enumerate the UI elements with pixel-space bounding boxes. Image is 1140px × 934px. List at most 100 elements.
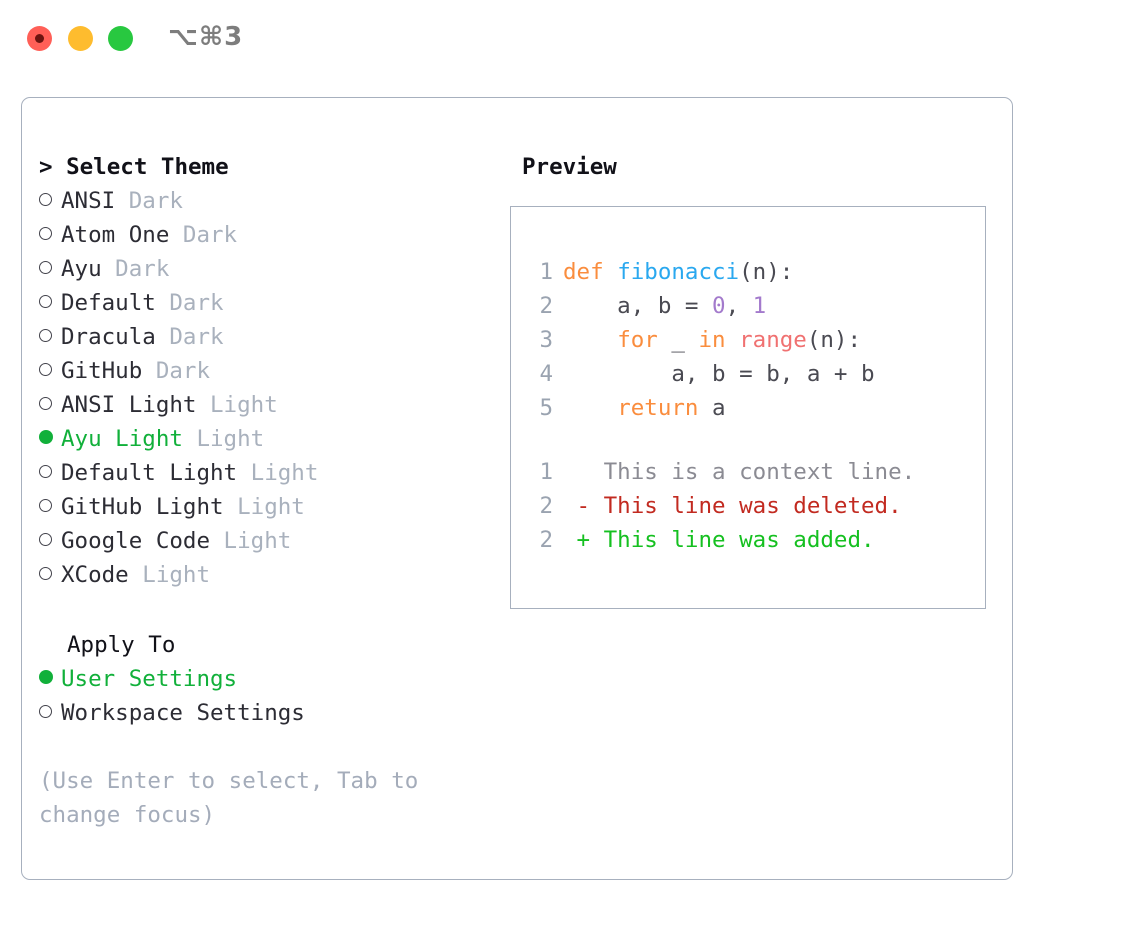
theme-option-google-code[interactable]: Google Code Light — [39, 524, 494, 558]
option-label: ANSI Light — [61, 392, 197, 418]
option-kind-label: Dark — [155, 290, 224, 316]
line-number: 2 — [539, 527, 553, 553]
preview-spacer — [527, 425, 981, 455]
code-token: for — [617, 327, 658, 353]
radio-unselected-icon — [39, 490, 61, 524]
radio-selected-icon — [39, 422, 61, 456]
radio-unselected-icon — [39, 456, 61, 490]
option-kind-label: Light — [210, 528, 292, 554]
code-token: a, b = — [563, 293, 713, 319]
option-label: GitHub — [61, 358, 143, 384]
apply-option-user-settings[interactable]: User Settings — [39, 662, 494, 696]
code-token — [726, 327, 740, 353]
radio-unselected-icon — [39, 354, 61, 388]
code-token — [563, 327, 617, 353]
option-kind-label: Dark — [155, 324, 224, 350]
option-label: User Settings — [61, 666, 238, 692]
option-kind-label: Light — [196, 392, 278, 418]
code-token: (n): — [806, 327, 862, 353]
code-token — [563, 395, 617, 421]
radio-unselected-icon — [39, 184, 61, 218]
code-line: 2 a, b = 0, 1 — [527, 289, 981, 323]
option-label: GitHub Light — [61, 494, 224, 520]
theme-option-default[interactable]: Default Dark — [39, 286, 494, 320]
radio-unselected-icon — [39, 524, 61, 558]
option-label: Workspace Settings — [61, 700, 305, 726]
maximize-button[interactable] — [108, 26, 133, 51]
code-token: 1 — [752, 293, 767, 319]
radio-unselected-icon — [39, 320, 61, 354]
code-line: 5 return a — [527, 391, 981, 425]
code-token: (n): — [739, 259, 794, 285]
diff-line: 2 + This line was added. — [527, 523, 981, 557]
theme-option-github[interactable]: GitHub Dark — [39, 354, 494, 388]
radio-unselected-icon — [39, 286, 61, 320]
code-token: return — [617, 395, 699, 421]
theme-option-xcode[interactable]: XCode Light — [39, 558, 494, 592]
option-label: Default — [61, 290, 156, 316]
code-token: , — [725, 293, 753, 319]
diff-sample: 1 This is a context line.2 - This line w… — [527, 455, 981, 557]
theme-option-ansi-light[interactable]: ANSI Light Light — [39, 388, 494, 422]
option-kind-label: Dark — [101, 256, 170, 282]
apply-to-title: Apply To — [67, 632, 176, 658]
code-token: a — [698, 395, 726, 421]
option-kind-label: Light — [128, 562, 211, 588]
minimize-button[interactable] — [68, 26, 93, 51]
code-token: _ — [657, 327, 699, 353]
line-number: 2 — [539, 293, 553, 319]
diff-line: 1 This is a context line. — [527, 455, 981, 489]
diff-line: 2 - This line was deleted. — [527, 489, 981, 523]
code-token: in — [698, 327, 726, 353]
option-label: Atom One — [61, 222, 170, 248]
radio-selected-icon — [39, 662, 61, 696]
code-token: - This line was deleted. — [563, 493, 902, 519]
radio-unselected-icon — [39, 218, 61, 252]
title-bar: ⌥⌘3 — [0, 0, 1140, 78]
theme-option-atom-one[interactable]: Atom One Dark — [39, 218, 494, 252]
line-number: 5 — [539, 395, 553, 421]
preview-title: Preview — [522, 154, 617, 180]
option-kind-label: Dark — [142, 358, 211, 384]
close-button[interactable] — [27, 26, 52, 51]
theme-option-dracula[interactable]: Dracula Dark — [39, 320, 494, 354]
line-number: 2 — [539, 493, 553, 519]
option-label: Ayu — [61, 256, 102, 282]
theme-option-default-light[interactable]: Default Light Light — [39, 456, 494, 490]
code-token: range — [739, 327, 807, 353]
option-label: Google Code — [61, 528, 211, 554]
theme-option-ansi[interactable]: ANSI Dark — [39, 184, 494, 218]
code-token: 0 — [712, 293, 726, 319]
option-kind-label: Light — [182, 426, 265, 452]
radio-unselected-icon — [39, 252, 61, 286]
option-kind-label: Light — [223, 494, 305, 520]
option-label: Ayu Light — [61, 426, 183, 452]
line-number: 4 — [539, 361, 553, 387]
theme-option-ayu-light[interactable]: Ayu Light Light — [39, 422, 494, 456]
keyboard-hint-text: (Use Enter to select, Tab to change focu… — [39, 768, 419, 828]
code-token: fibonacci — [617, 259, 740, 285]
option-label: ANSI — [61, 188, 116, 214]
theme-option-github-light[interactable]: GitHub Light Light — [39, 490, 494, 524]
apply-option-workspace-settings[interactable]: Workspace Settings — [39, 696, 494, 730]
code-token: def — [563, 259, 618, 285]
option-kind-label: Dark — [115, 188, 183, 214]
keyboard-shortcut-label: ⌥⌘3 — [168, 22, 244, 52]
option-kind-label: Dark — [169, 222, 238, 248]
radio-unselected-icon — [39, 696, 61, 730]
code-token: + This line was added. — [563, 527, 875, 553]
code-line: 4 a, b = b, a + b — [527, 357, 981, 391]
code-token: a, b = b, a + b — [563, 361, 875, 387]
theme-option-ayu[interactable]: Ayu Dark — [39, 252, 494, 286]
